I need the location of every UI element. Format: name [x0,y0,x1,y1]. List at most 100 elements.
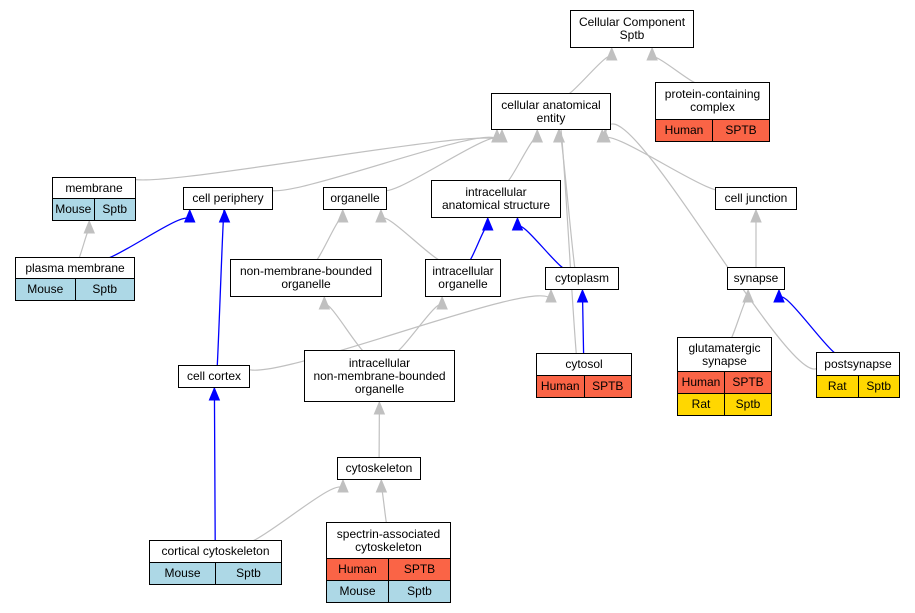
node-organelle[interactable]: organelle [323,187,387,210]
edge [129,137,498,181]
node-label: cell periphery [192,191,264,205]
node-cell-periphery[interactable]: cell periphery [183,187,273,210]
arrowhead [375,478,388,493]
node-cell-junction[interactable]: cell junction [715,187,797,210]
arrowhead [606,46,618,61]
node-label: glutamatergic synapse [688,340,761,368]
arrowhead [511,216,524,231]
edge [558,123,580,371]
edge-highlight [213,387,216,552]
species-cell: Human [537,376,584,397]
edge-highlight [467,225,489,263]
edge-highlight [215,208,226,378]
node-label: postsynapse [824,356,892,371]
edge [604,123,823,370]
node-label: cytosol [565,357,603,371]
node-cytoplasm[interactable]: cytoplasm [545,267,619,290]
species-cell: Mouse [327,581,388,602]
edge [380,217,448,263]
node-intracellular-anatomical-structure[interactable]: intracellular anatomical structure [431,180,561,218]
node-cellular-anatomical-entity[interactable]: cellular anatomical entity [491,93,611,130]
arrowhead [742,288,754,303]
gene-cell: Sptb [724,394,771,415]
node-label: membrane [65,180,123,195]
arrowhead [773,288,785,303]
gene-cell: Sptb [857,376,899,397]
arrowhead [375,208,387,223]
node-label: cytoplasm [554,271,610,285]
species-cell: Mouse [150,563,215,584]
arrowhead [553,128,565,143]
node-label: synapse [733,271,779,285]
species-cell: Human [678,372,724,393]
species-cell: Mouse [16,279,75,300]
edge [601,136,726,192]
species-cell: Human [327,559,388,580]
edge-highlight [581,296,585,358]
arrowhead [545,288,557,303]
arrowhead [184,208,196,223]
edge [391,304,443,354]
node-label: cell cortex [186,369,242,383]
arrowhead [750,208,762,223]
species-cell: Human [656,120,712,141]
node-cell-cortex[interactable]: cell cortex [178,365,250,388]
node-intracellular-organelle[interactable]: intracellular organelle [425,259,501,297]
edge-highlight [516,225,570,271]
edge [728,297,749,341]
edge [243,295,552,371]
node-label: intracellular non-membrane-bounded organ… [313,355,446,396]
node-label: organelle [330,191,380,205]
arrowhead [373,400,386,415]
node-non-membrane-bounded-organelle[interactable]: non-membrane-bounded organelle [230,259,382,297]
arrowhead [646,46,658,61]
gene-cell: SPTB [712,120,769,141]
node-synapse[interactable]: synapse [727,267,785,290]
gene-cell: Sptb [93,199,135,220]
arrowhead [208,386,221,401]
node-label: cell junction [724,191,788,205]
node-label: cytoskeleton [345,461,413,475]
edge [651,56,702,85]
arrowhead [218,208,231,223]
arrowhead [318,295,331,310]
arrowhead [83,219,95,234]
gene-cell: Sptb [215,563,281,584]
node-cellular-component[interactable]: Cellular Component Sptb [570,10,694,48]
arrowhead [599,128,611,143]
arrowhead [496,128,508,143]
edge [503,137,538,184]
edge-highlight [97,217,191,261]
node-label: Cellular Component Sptb [578,15,686,42]
node-cytoskeleton[interactable]: cytoskeleton [337,457,421,480]
gene-cell: Sptb [74,279,134,300]
edge [380,487,388,526]
gene-cell: SPTB [583,376,631,397]
node-label: intracellular anatomical structure [441,185,551,212]
arrowhead [436,295,448,310]
arrowhead [337,208,349,223]
species-cell: Mouse [53,199,94,220]
node-intracellular-non-membrane-bounded-organelle[interactable]: intracellular non-membrane-bounded organ… [304,350,455,402]
species-cell: Rat [678,394,724,415]
node-label: cortical cytoskeleton [161,544,270,558]
arrowhead [337,478,349,493]
